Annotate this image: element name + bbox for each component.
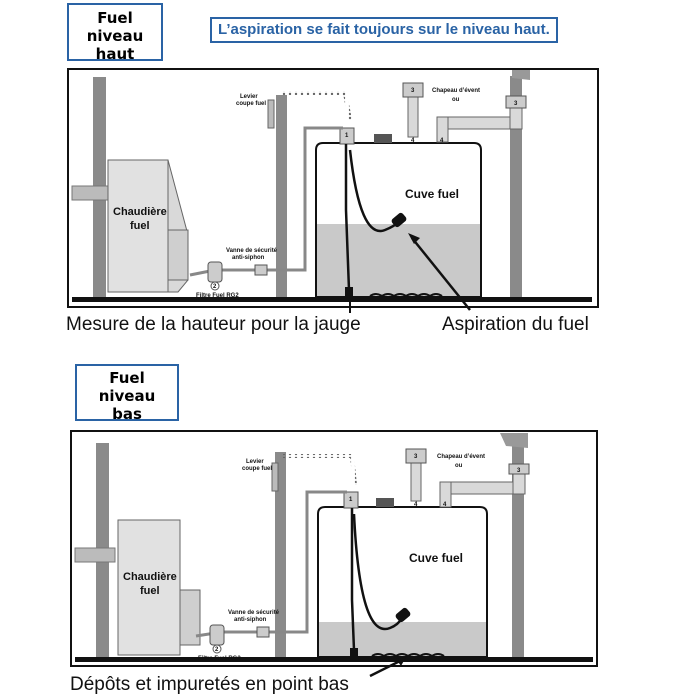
top-sediment (369, 293, 443, 298)
bottom-lever-label-2: coupe fuel (242, 466, 272, 472)
top-supply-pipe (189, 126, 343, 277)
bottom-title-line-3: bas (112, 405, 142, 423)
top-valve-label-2: anti-siphon (232, 255, 265, 261)
top-title-line-1: Fuel (97, 9, 133, 27)
bottom-num-2: 2 (215, 647, 219, 653)
top-tank-label: Cuve fuel (405, 187, 459, 201)
bottom-or-label: ou (455, 463, 463, 469)
top-wall-pipe (71, 185, 113, 201)
bottom-vent-label: Chapeau d’évent (437, 454, 485, 460)
bottom-valve-label-2: anti-siphon (234, 617, 267, 623)
top-caption-suction: Aspiration du fuel (442, 314, 589, 335)
bottom-num-3b: 3 (517, 468, 521, 474)
top-vent-label: Chapeau d’évent (432, 88, 480, 94)
bottom-title-line-2: niveau (98, 387, 156, 405)
bottom-valve (256, 626, 270, 638)
top-ground (72, 297, 592, 302)
top-banner: L’aspiration se fait toujours sur le niv… (210, 17, 558, 43)
top-title-line-3: haut (95, 45, 135, 63)
top-num-4a: 4 (411, 138, 415, 144)
bottom-tank (317, 506, 488, 658)
top-lever-label-2: coupe fuel (236, 101, 266, 107)
bottom-num-4a: 4 (414, 502, 418, 508)
top-arrow-suction (411, 237, 471, 311)
top-caption-gauge: Mesure de la hauteur pour la jauge (66, 314, 361, 335)
bottom-num-3a: 3 (414, 454, 418, 460)
bottom-suction-hose (352, 513, 404, 631)
top-num-2: 2 (213, 284, 217, 290)
bottom-level-title: Fuel niveau bas (75, 364, 179, 423)
top-boiler-label-1: Chaudière (113, 206, 167, 218)
bottom-ground (75, 657, 593, 662)
bottom-gauge-probe (350, 508, 356, 651)
bottom-valve-label-1: Vanne de sécurité (228, 610, 280, 616)
bottom-num-1: 1 (349, 497, 353, 503)
top-wall-post-mid (276, 95, 287, 299)
bottom-caption-deposits: Dépôts et impuretés en point bas (70, 674, 349, 695)
top-lever-label-1: Levier (240, 94, 258, 100)
bottom-num-4b: 4 (443, 502, 447, 508)
top-level-title: Fuel niveau haut (67, 3, 163, 63)
top-num-1: 1 (345, 133, 349, 139)
top-valve-label-1: Vanne de sécurité (226, 248, 278, 254)
top-num-3b: 3 (514, 101, 518, 107)
bottom-lever-label-1: Levier (246, 459, 264, 465)
bottom-boiler-label-2: fuel (140, 585, 160, 597)
bottom-filter (209, 624, 225, 646)
top-num-3a: 3 (411, 88, 415, 94)
bottom-sediment (371, 653, 445, 658)
bottom-wall-post-right (512, 441, 524, 659)
top-title-line-2: niveau (86, 27, 144, 45)
top-or-label: ou (452, 97, 460, 103)
bottom-arrow-deposits (369, 658, 403, 678)
top-boiler-label-2: fuel (130, 220, 150, 232)
top-wall-post-right (510, 76, 522, 299)
bottom-boiler (117, 519, 201, 656)
top-roof (512, 70, 530, 80)
top-valve (254, 264, 268, 276)
bottom-wall-pipe (74, 547, 116, 563)
bottom-roof (500, 433, 528, 448)
bottom-title-line-1: Fuel (109, 369, 145, 387)
top-gauge-probe (344, 144, 351, 291)
bottom-filter-label: Filtre Fuel RG2 (198, 656, 241, 662)
bottom-tank-label: Cuve fuel (409, 551, 463, 565)
top-filter-label: Filtre Fuel RG2 (196, 293, 239, 299)
top-boiler (107, 159, 189, 293)
top-filter (207, 261, 223, 283)
bottom-boiler-label-1: Chaudière (123, 571, 177, 583)
bottom-wall-post-mid (275, 452, 286, 659)
top-num-4b: 4 (440, 138, 444, 144)
